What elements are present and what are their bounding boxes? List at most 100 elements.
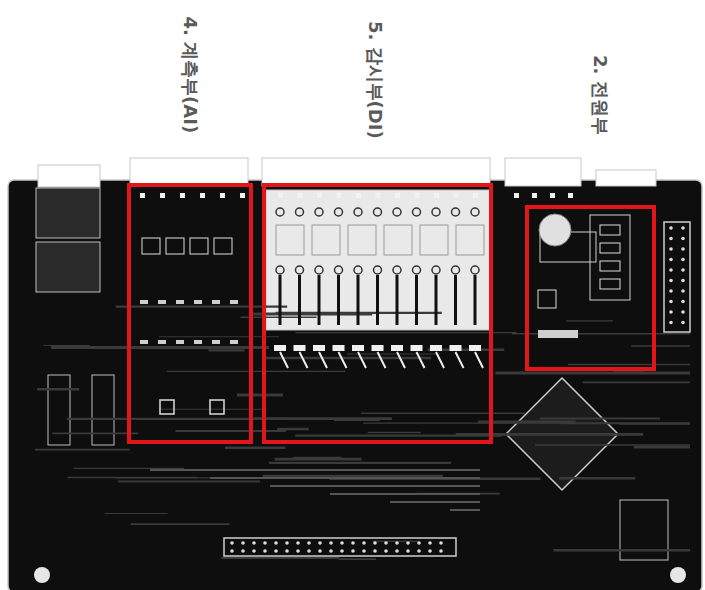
trace xyxy=(105,513,168,514)
header-pin xyxy=(681,268,685,272)
trace xyxy=(535,444,690,445)
pin-header xyxy=(664,222,690,332)
terminal-pin xyxy=(220,193,225,198)
mounting-hole xyxy=(670,567,686,583)
smd-part xyxy=(230,340,238,344)
connector-outline xyxy=(262,158,490,186)
pin-pad xyxy=(600,243,620,253)
header-pin xyxy=(373,541,377,545)
header-pin xyxy=(230,549,234,553)
via xyxy=(335,208,343,216)
header-pin xyxy=(373,549,377,553)
via xyxy=(276,266,284,274)
pin-pad xyxy=(600,261,620,271)
header-pin xyxy=(296,541,300,545)
header-pin xyxy=(681,247,685,251)
header-pin xyxy=(340,541,344,545)
relay-outline xyxy=(420,225,448,255)
trace xyxy=(361,412,525,414)
header-pin xyxy=(669,247,673,251)
header-pin xyxy=(252,541,256,545)
section-label: 4. 계측부(AI) xyxy=(179,16,201,133)
ic-footprint xyxy=(190,238,208,254)
rj45-connector xyxy=(36,188,100,238)
smd-part xyxy=(212,340,220,344)
trace xyxy=(435,275,438,325)
header-pin xyxy=(340,549,344,553)
header-pin xyxy=(296,549,300,553)
via xyxy=(452,208,460,216)
trace xyxy=(221,557,339,559)
capacitor xyxy=(539,214,571,246)
relay-outline xyxy=(456,225,484,255)
trace xyxy=(295,434,501,436)
region-box: 2. 전원부 xyxy=(525,205,656,371)
header-pin xyxy=(669,300,673,304)
relay-outline xyxy=(276,225,304,255)
trace xyxy=(298,275,301,325)
header-pin xyxy=(263,549,267,553)
trace xyxy=(634,446,690,449)
trace xyxy=(561,422,690,424)
header-pin xyxy=(669,268,673,272)
trace xyxy=(339,352,347,368)
via xyxy=(393,266,401,274)
trace xyxy=(357,275,360,325)
trace xyxy=(390,501,480,503)
smd-part xyxy=(538,330,578,338)
board-details xyxy=(35,193,690,559)
diode xyxy=(294,345,306,351)
trace xyxy=(280,352,288,368)
header-pin xyxy=(384,549,388,553)
header-pin xyxy=(252,549,256,553)
trace xyxy=(159,336,279,337)
smd-part xyxy=(158,300,166,304)
pin-pad xyxy=(600,225,620,235)
via xyxy=(471,208,479,216)
section-label: 2. 전원부 xyxy=(589,55,611,135)
header-pin xyxy=(681,310,685,314)
region-box: 4. 계측부(AI) xyxy=(127,183,253,444)
trace xyxy=(300,352,308,368)
header-pin xyxy=(285,549,289,553)
terminal-pin xyxy=(160,193,165,198)
trace xyxy=(397,352,405,368)
via xyxy=(432,208,440,216)
header-pin xyxy=(428,549,432,553)
diode xyxy=(333,345,345,351)
trace xyxy=(330,493,480,495)
trace xyxy=(319,352,327,368)
trace xyxy=(450,509,480,511)
trace xyxy=(264,357,431,359)
trace xyxy=(209,349,245,351)
trace xyxy=(396,275,399,325)
section-label: 5. 감시부(DI) xyxy=(364,21,386,139)
header-pin xyxy=(395,549,399,553)
header-pin xyxy=(241,541,245,545)
trace xyxy=(474,275,477,325)
terminal-pin xyxy=(568,193,573,198)
header-pin xyxy=(669,279,673,283)
header-pin xyxy=(669,226,673,230)
trace xyxy=(67,418,292,420)
header-pin xyxy=(406,549,410,553)
trace xyxy=(378,352,386,368)
trace xyxy=(347,354,440,355)
header-pin xyxy=(669,321,673,325)
trace xyxy=(620,423,690,425)
trace xyxy=(74,468,185,469)
connector-outline xyxy=(38,165,100,187)
pin-header xyxy=(224,538,456,556)
trace xyxy=(270,485,480,487)
header-pin xyxy=(307,549,311,553)
diode xyxy=(450,345,462,351)
board xyxy=(8,180,702,590)
trace xyxy=(339,558,376,560)
via xyxy=(432,266,440,274)
header-pin xyxy=(681,226,685,230)
trace xyxy=(358,352,366,368)
via xyxy=(354,266,362,274)
diode xyxy=(313,345,325,351)
via xyxy=(335,266,343,274)
header-pin xyxy=(669,258,673,262)
